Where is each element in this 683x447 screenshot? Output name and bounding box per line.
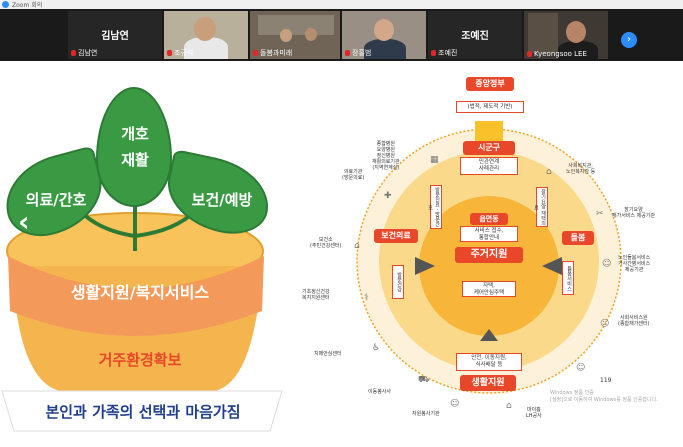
leaf-center bbox=[96, 87, 172, 207]
participant-video bbox=[364, 39, 406, 59]
participant-tile[interactable]: Kyeongsoo LEE bbox=[524, 11, 608, 59]
page-number: 119 bbox=[600, 377, 612, 384]
family-icon: ☺ bbox=[576, 363, 586, 373]
participant-video bbox=[194, 17, 216, 41]
social-service-icon: ☺ bbox=[600, 319, 610, 329]
care-box: 돌봄 bbox=[562, 231, 594, 245]
mobility-label: 이동봉사사 bbox=[368, 389, 392, 395]
sigungu-box: 시군구 bbox=[463, 141, 515, 155]
volunteer-label: 자원봉사기관 bbox=[412, 411, 440, 417]
participant-tile[interactable]: 돌봄과미래 bbox=[250, 11, 340, 59]
muted-mic-icon bbox=[527, 51, 532, 57]
participant-tile[interactable]: 조예진 조예진 bbox=[428, 11, 522, 59]
plant-pot-illustration: 의료/간호 개호 재활 보건/예방 생활지원/복지서비스 거주환경확보 본인과 … bbox=[0, 61, 290, 447]
participant-nametag: 장홍범 bbox=[345, 48, 371, 58]
participant-name: 돌봄과미래 bbox=[260, 49, 293, 57]
muted-mic-icon bbox=[345, 50, 350, 56]
volunteer-icon: ☺ bbox=[450, 399, 460, 409]
shared-screen: 의료/간호 개호 재활 보건/예방 생활지원/복지서비스 거주환경확보 본인과 … bbox=[0, 61, 683, 447]
next-page-button[interactable]: › bbox=[621, 32, 637, 48]
pot-base-label: 본인과 가족의 선택과 마음가짐 bbox=[45, 403, 241, 421]
clinic-label: 의료기관 (방문의료) bbox=[342, 169, 365, 181]
prev-slide-icon[interactable]: ‹ bbox=[18, 205, 30, 238]
elder-service-label: 노인돌봄서비스 가사간병서비스 제공기관 bbox=[618, 255, 651, 273]
central-gov-box: 중앙정부 bbox=[466, 77, 514, 91]
life-support-sub: 안전, 이동지원, 식사배달 등 bbox=[456, 353, 522, 371]
home-medical-vertical: 방문진료 · 방문간호 bbox=[427, 185, 442, 229]
mental-health-icon: ⚕ bbox=[364, 293, 369, 303]
housing-support-box: 주거지원 bbox=[455, 247, 523, 263]
participant-nametag: 돌봄과미래 bbox=[253, 48, 292, 58]
muted-mic-icon bbox=[431, 50, 436, 56]
participant-nametag: 조예진 bbox=[431, 48, 457, 58]
lh-label: 마이홈 LH공사 bbox=[526, 407, 542, 419]
community-care-diagram: 중앙정부 (법적, 제도적 기반) 시군구 민관연계 사례관리 읍면동 서비스 … bbox=[300, 61, 683, 447]
plant-pot-graphic bbox=[1, 191, 283, 432]
participant-video bbox=[280, 29, 292, 42]
ltc-vertical: 장기요양 재택의료 bbox=[533, 187, 548, 227]
ltc-provider-label: 장기요양 재가서비스 제공기관 bbox=[612, 207, 655, 219]
muted-mic-icon bbox=[253, 50, 258, 56]
participant-video bbox=[558, 41, 598, 59]
mental-health-label: 기초정신건강 복지지원센터 bbox=[302, 289, 330, 301]
participant-tile[interactable]: 장홍범 bbox=[342, 11, 426, 59]
participant-video bbox=[374, 19, 394, 41]
pot-band-label: 생활지원/복지서비스 bbox=[70, 283, 210, 302]
hospital-label: 종합병원 요양병원 정신병원 재활의료기관 (지역연계실) bbox=[372, 141, 400, 171]
zoom-logo-icon bbox=[2, 1, 9, 8]
participant-name: 조예진 bbox=[438, 49, 458, 57]
home-health-vertical: 방문건강 bbox=[392, 265, 404, 299]
sigungu-sub: 민관연계 사례관리 bbox=[460, 157, 518, 175]
muted-mic-icon bbox=[71, 50, 76, 56]
dementia-center-icon: ♿ bbox=[372, 343, 381, 353]
participant-name: Kyeongsoo LEE bbox=[534, 50, 587, 58]
lh-icon: ⌂ bbox=[506, 401, 512, 411]
health-care-box: 보건의료 bbox=[374, 229, 418, 243]
participant-nametag: 김남연 bbox=[71, 48, 97, 58]
leaf-right-label: 보건/예방 bbox=[191, 191, 253, 209]
pot-body-label: 거주환경확보 bbox=[98, 351, 182, 369]
central-gov-sub: (법적, 제도적 기반) bbox=[456, 101, 524, 113]
participant-display-name: 김남연 bbox=[101, 31, 129, 42]
ltc-provider-icon: ✂ bbox=[596, 209, 604, 219]
life-support-box: 생활지원 bbox=[460, 375, 516, 391]
participant-name: 조규석 bbox=[174, 49, 194, 57]
muted-mic-icon bbox=[167, 50, 172, 56]
window-title: Zoom 회의 bbox=[12, 2, 43, 9]
participant-tile[interactable]: 조규석 bbox=[164, 11, 248, 59]
window-titlebar: Zoom 회의 bbox=[0, 0, 683, 9]
participant-tile[interactable]: 김남연 김남연 bbox=[68, 11, 162, 59]
participant-strip: 김남연 김남연 조규석 돌봄과미래 장홍범 조예진 bbox=[0, 9, 683, 61]
social-service-label: 사회서비스원 (종합재가센터) bbox=[618, 315, 650, 327]
clinic-icon: ✚ bbox=[384, 191, 392, 201]
participant-name: 장홍범 bbox=[352, 49, 372, 57]
participant-video bbox=[566, 21, 586, 43]
welfare-center-label: 사회복지관, 노인복지관 등 bbox=[566, 163, 596, 175]
dementia-center-label: 치매안심센터 bbox=[314, 351, 342, 357]
mobility-icon: ⛟ bbox=[418, 375, 430, 385]
health-center-icon: ⌂ bbox=[354, 241, 360, 251]
participant-nametag: Kyeongsoo LEE bbox=[527, 50, 587, 58]
participant-display-name: 조예진 bbox=[461, 31, 489, 42]
participant-nametag: 조규석 bbox=[167, 48, 193, 58]
participant-video bbox=[258, 15, 334, 35]
housing-sub: 자택, 케어안심주택 bbox=[462, 281, 516, 297]
hospital-icon: ▦ bbox=[430, 155, 439, 165]
windows-activation-watermark: Windows 정품 인증 [설정]으로 이동하여 Windows를 정품 인증… bbox=[550, 390, 658, 403]
elder-service-icon: ☺ bbox=[602, 259, 612, 269]
elder-care-vertical: 돌봄서비스 bbox=[562, 261, 574, 295]
leaf-left-label: 의료/간호 bbox=[25, 191, 87, 209]
participant-video bbox=[184, 37, 228, 59]
welfare-center-icon: ⌂ bbox=[546, 167, 552, 177]
participant-name: 김남연 bbox=[78, 49, 98, 57]
participant-video bbox=[305, 28, 317, 41]
eupmyeondong-box: 읍면동 bbox=[470, 213, 508, 225]
leaf-center-label: 개호 재활 bbox=[121, 125, 149, 169]
health-center-label: 보건소 (주민건강센터) bbox=[310, 237, 342, 249]
eupmyeondong-sub: 서비스 접수, 통합안내 bbox=[460, 226, 518, 242]
participant-video bbox=[528, 13, 558, 53]
